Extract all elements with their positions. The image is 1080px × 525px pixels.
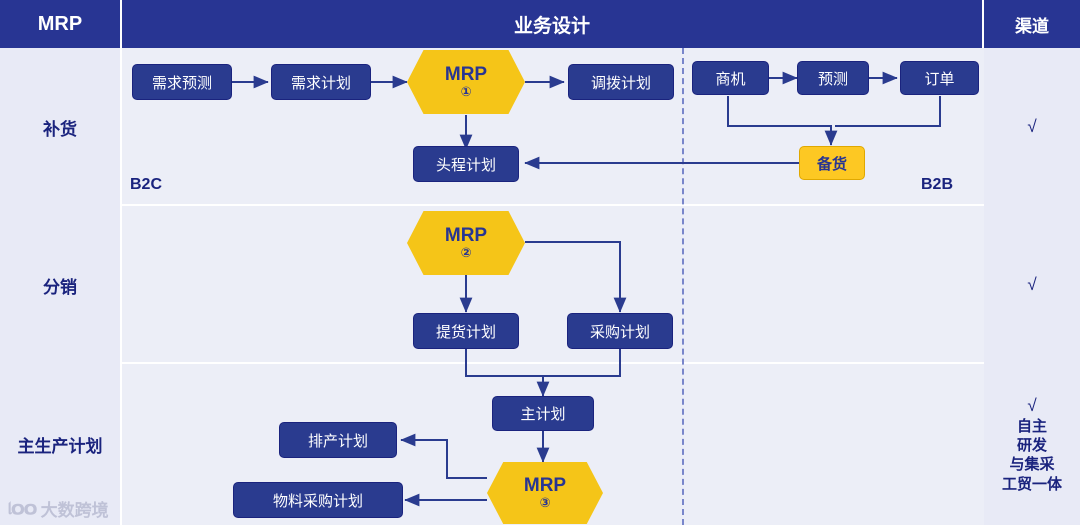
row-body-distribution — [122, 206, 984, 364]
mrp-3-number: ③ — [539, 494, 551, 510]
node-demand-plan[interactable]: 需求计划 — [271, 64, 371, 100]
channel-cell-distribution: √ — [984, 206, 1080, 364]
watermark-logo-icon: ୲໐໐ — [8, 498, 38, 519]
node-pickup-plan[interactable]: 提货计划 — [413, 313, 519, 349]
node-mrp-2[interactable]: MRP ② — [407, 211, 525, 275]
node-demand-forecast[interactable]: 需求预测 — [132, 64, 232, 100]
node-mrp-1[interactable]: MRP ① — [407, 50, 525, 114]
node-opportunity[interactable]: 商机 — [692, 61, 769, 95]
row-divider-2 — [0, 362, 1080, 364]
watermark: ୲໐໐ 大数跨境 — [8, 496, 109, 521]
node-master-plan[interactable]: 主计划 — [492, 396, 594, 431]
node-production-schedule[interactable]: 排产计划 — [279, 422, 397, 458]
node-transfer-plan[interactable]: 调拨计划 — [568, 64, 674, 100]
mrp-2-title: MRP — [444, 224, 488, 246]
channel-check-3: √ — [1027, 396, 1037, 416]
row-label-master-production: 主生产计划 — [0, 364, 122, 525]
node-mrp-3[interactable]: MRP ③ — [487, 462, 603, 524]
mrp-2-number: ② — [460, 244, 472, 260]
node-material-purchase-plan[interactable]: 物料采购计划 — [233, 482, 403, 518]
mrp-1-number: ① — [460, 83, 472, 99]
row-label-distribution: 分销 — [0, 206, 122, 364]
node-forecast[interactable]: 预测 — [797, 61, 869, 95]
tag-b2b: B2B — [921, 176, 954, 193]
channel-check-2: √ — [1027, 275, 1037, 295]
row-divider-1 — [0, 204, 1080, 206]
header-cell-business-design: 业务设计 — [122, 0, 984, 48]
channel-note-3: 与集采 — [1009, 456, 1055, 474]
header-cell-channel: 渠道 — [984, 0, 1080, 48]
channel-cell-master-production: √ 自主 研发 与集采 工贸一体 — [984, 364, 1080, 525]
channel-note-4: 工贸一体 — [1001, 475, 1062, 493]
channel-note-2: 研发 — [1016, 437, 1047, 455]
mrp-1-title: MRP — [444, 63, 488, 85]
watermark-text: 大数跨境 — [40, 501, 109, 520]
node-purchase-plan[interactable]: 采购计划 — [567, 313, 673, 349]
node-first-leg-plan[interactable]: 头程计划 — [413, 146, 519, 182]
node-order[interactable]: 订单 — [900, 61, 979, 95]
mrp-3-title: MRP — [523, 474, 567, 496]
channel-check-1: √ — [1027, 117, 1037, 137]
row-label-replenishment: 补货 — [0, 48, 122, 206]
channel-note-1: 自主 — [1016, 418, 1047, 435]
header-cell-mrp: MRP — [0, 0, 122, 48]
channel-cell-replenishment: √ — [984, 48, 1080, 206]
b2c-b2b-divider — [682, 48, 684, 525]
node-stock-prep[interactable]: 备货 — [799, 146, 865, 180]
tag-b2c: B2C — [130, 176, 163, 193]
